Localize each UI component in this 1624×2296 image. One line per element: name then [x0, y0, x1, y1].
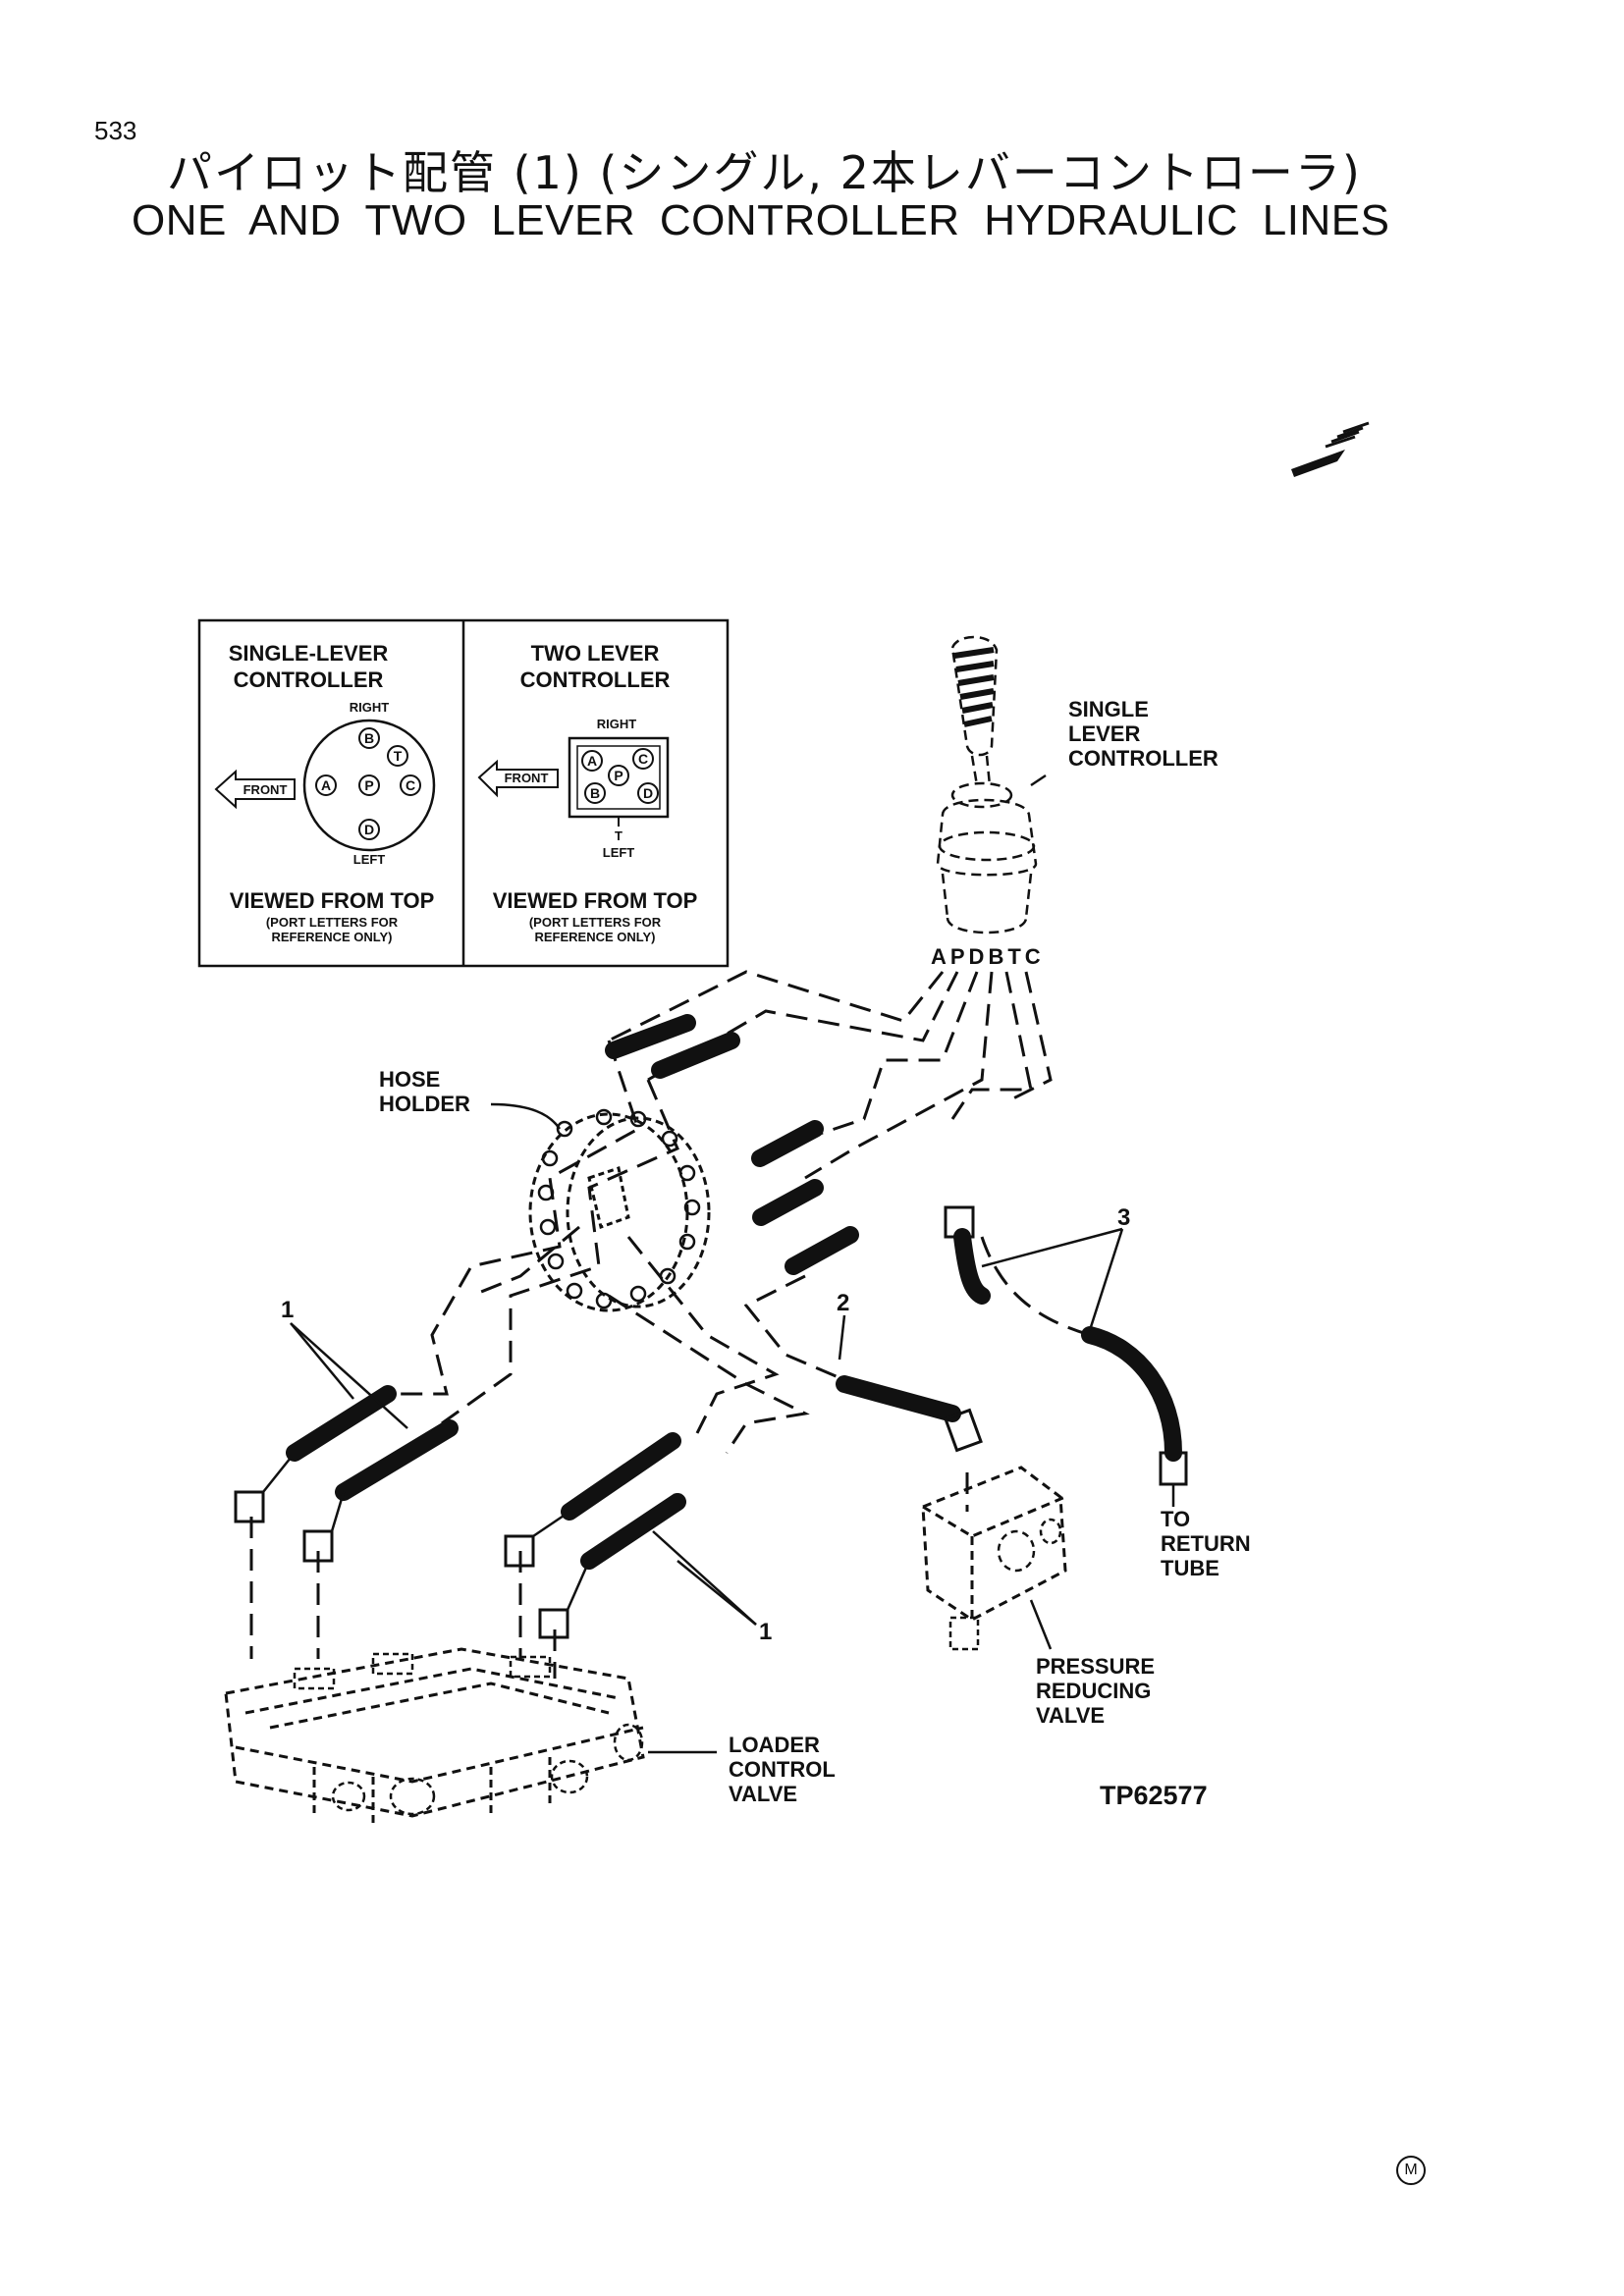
- hose-holder-label-2: HOLDER: [379, 1092, 470, 1116]
- inset-single-right: RIGHT: [350, 700, 390, 715]
- inset-two-title-2: CONTROLLER: [520, 667, 671, 692]
- callout-2: 2: [837, 1290, 849, 1316]
- inset-single-note-2: REFERENCE ONLY): [271, 930, 392, 944]
- prv-label-1: PRESSURE: [1036, 1654, 1155, 1679]
- svg-text:D: D: [364, 822, 374, 837]
- inset-two-left: LEFT: [603, 845, 635, 860]
- single-lever-controller-drawing: [936, 635, 1047, 934]
- svg-text:C: C: [406, 777, 415, 793]
- callout-3: 3: [1117, 1204, 1130, 1231]
- callout-1-left: 1: [281, 1297, 294, 1323]
- svg-text:C: C: [638, 751, 648, 767]
- inset-two-front: FRONT: [505, 771, 549, 785]
- loader-control-valve-drawing: [224, 1647, 717, 1826]
- controller-port-letters: APDBTC: [931, 944, 1045, 969]
- hose-holder-drawing: [490, 1102, 711, 1312]
- inset-single-title-1: SINGLE-LEVER: [229, 641, 389, 666]
- lcv-label-1: LOADER: [729, 1733, 820, 1757]
- hose-routing-lines: [249, 970, 1091, 1679]
- inset-single-left: LEFT: [353, 852, 386, 867]
- svg-text:D: D: [643, 785, 653, 801]
- svg-text:A: A: [321, 777, 331, 793]
- two-front-arrow-icon: [477, 759, 559, 798]
- inset-two-right: RIGHT: [597, 717, 637, 731]
- svg-text:T: T: [394, 748, 403, 764]
- single-lever-label-3: CONTROLLER: [1068, 746, 1218, 771]
- svg-text:P: P: [364, 777, 373, 793]
- inset-single-view: VIEWED FROM TOP: [230, 888, 435, 913]
- page-title-english: ONE AND TWO LEVER CONTROLLER HYDRAULIC L…: [132, 196, 1390, 244]
- inset-single-note-1: (PORT LETTERS FOR: [266, 915, 399, 930]
- svg-text:P: P: [614, 768, 623, 783]
- return-label-3: TUBE: [1161, 1556, 1219, 1580]
- inset-two-view: VIEWED FROM TOP: [493, 888, 698, 913]
- port-reference-inset: SINGLE-LEVER CONTROLLER RIGHT B T A P C …: [197, 618, 730, 968]
- svg-text:B: B: [590, 785, 600, 801]
- svg-text:A: A: [587, 753, 597, 769]
- single-lever-port-ring: [302, 719, 436, 852]
- inset-two-note-2: REFERENCE ONLY): [534, 930, 655, 944]
- prv-label-3: VALVE: [1036, 1703, 1105, 1728]
- callout-1-right: 1: [759, 1619, 772, 1645]
- prv-label-2: REDUCING: [1036, 1679, 1151, 1703]
- hoses: [234, 1014, 1188, 1639]
- lcv-label-2: CONTROL: [729, 1757, 836, 1782]
- callout-leaders: [290, 1227, 1175, 1626]
- inset-two-note-1: (PORT LETTERS FOR: [529, 915, 662, 930]
- single-lever-label-1: SINGLE: [1068, 697, 1149, 721]
- single-lever-label-2: LEVER: [1068, 721, 1140, 746]
- figure-code: TP62577: [1100, 1781, 1208, 1810]
- lcv-label-3: VALVE: [729, 1782, 797, 1806]
- return-label-1: TO: [1161, 1507, 1190, 1531]
- pressure-reducing-valve-drawing: [921, 1466, 1067, 1651]
- svg-text:B: B: [364, 730, 374, 746]
- single-lever-ports: B T A P C D: [315, 727, 421, 840]
- inset-single-front: FRONT: [244, 782, 288, 797]
- two-lever-ports: A C P B D: [581, 748, 659, 804]
- two-lever-port-t: T: [615, 828, 623, 843]
- page-number: 533: [94, 116, 137, 145]
- manufacturer-mark-icon: M: [1396, 2156, 1426, 2185]
- return-label-2: RETURN: [1161, 1531, 1251, 1556]
- single-front-arrow-icon: [214, 769, 296, 810]
- page-title-japanese: パイロット配管 (1) (シングル, 2本レバーコントローラ): [167, 146, 1362, 199]
- front-direction-arrow-icon: [1291, 421, 1370, 477]
- inset-single-title-2: CONTROLLER: [234, 667, 384, 692]
- inset-two-title-1: TWO LEVER: [531, 641, 660, 666]
- hose-holder-label-1: HOSE: [379, 1067, 440, 1092]
